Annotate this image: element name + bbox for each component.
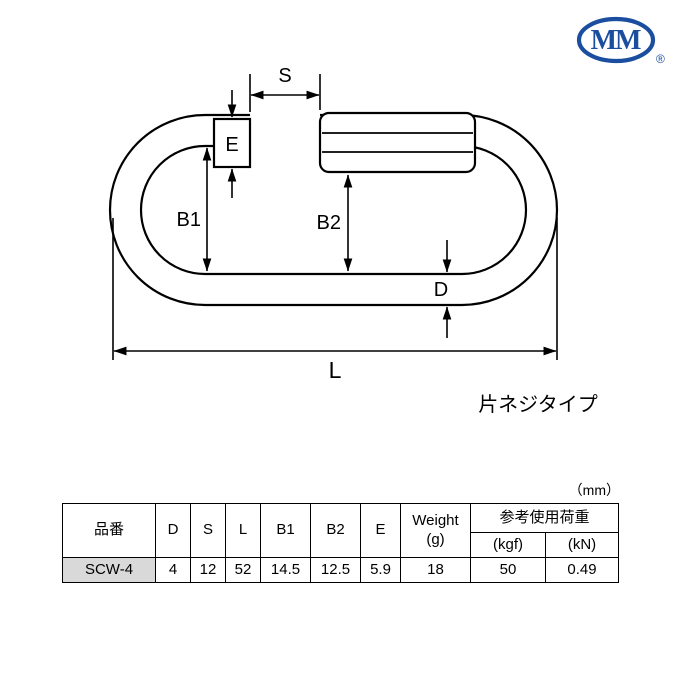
mm-logo-text: MM: [591, 25, 641, 56]
mm-logo: MM ®: [576, 16, 665, 66]
cell-part-no: SCW-4: [62, 557, 156, 583]
dim-label-s: S: [278, 65, 291, 87]
cell-l: 52: [225, 557, 261, 583]
col-header-working-load: 参考使用荷重: [470, 503, 619, 533]
col-header-load-kn: (kN): [545, 532, 619, 558]
dim-label-d: D: [434, 279, 448, 301]
weight-unit-label: (g): [426, 530, 445, 548]
dim-label-b1: B1: [177, 209, 201, 231]
cell-s: 12: [190, 557, 226, 583]
dim-label-e: E: [225, 134, 238, 156]
col-header-e: E: [360, 503, 401, 558]
weight-label: Weight: [412, 511, 459, 529]
col-header-b2: B2: [310, 503, 361, 558]
col-header-weight: Weight (g): [400, 503, 471, 558]
cell-e: 5.9: [360, 557, 401, 583]
gap-mask: [250, 110, 320, 152]
spec-table: 品番 D S L B1 B2 E Weight (g) 参考使用荷重 (kgf)…: [62, 503, 619, 583]
unit-note: （mm）: [568, 482, 620, 498]
cell-d: 4: [155, 557, 191, 583]
mm-logo-ellipse: [576, 16, 656, 64]
cell-load-kgf: 50: [470, 557, 546, 583]
col-header-part-no: 品番: [62, 503, 156, 558]
type-caption: 片ネジタイプ: [478, 393, 598, 416]
col-header-s: S: [190, 503, 226, 558]
registered-mark: ®: [656, 52, 665, 66]
table-row: SCW-4 4 12 52 14.5 12.5 5.9 18 50 0.49: [62, 557, 619, 583]
cell-b1: 14.5: [260, 557, 311, 583]
col-header-l: L: [225, 503, 261, 558]
dim-label-b2: B2: [317, 212, 341, 234]
quick-link-diagram: S E B1 B2 D L 片ネジタイプ MM ®: [108, 16, 665, 416]
dim-label-l: L: [329, 357, 342, 383]
cell-b2: 12.5: [310, 557, 361, 583]
screw-sleeve: [318, 111, 477, 174]
col-header-load-kgf: (kgf): [470, 532, 546, 558]
cell-weight: 18: [400, 557, 471, 583]
cell-load-kn: 0.49: [545, 557, 619, 583]
nut: [212, 117, 252, 169]
col-header-b1: B1: [260, 503, 311, 558]
col-header-d: D: [155, 503, 191, 558]
